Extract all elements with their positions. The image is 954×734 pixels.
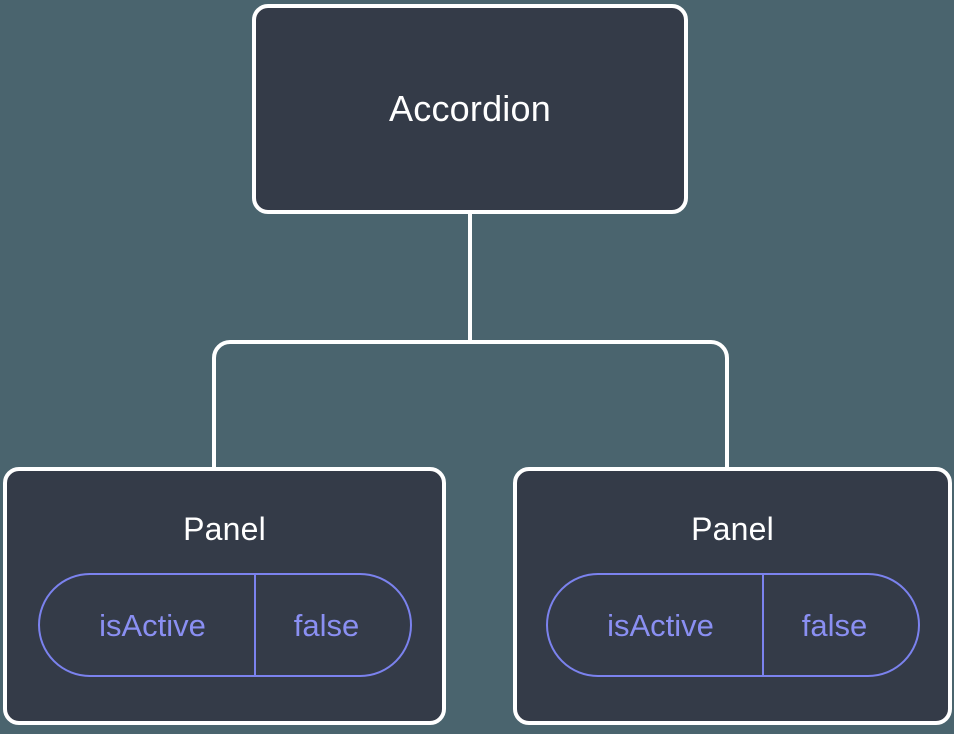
node-accordion-title: Accordion — [389, 88, 551, 129]
node-panel-2-title: Panel — [691, 511, 774, 547]
prop-key: isActive — [99, 607, 206, 643]
node-panel-2-props: isActive false — [517, 573, 948, 677]
node-panel-2[interactable]: Panel isActive false — [513, 467, 952, 725]
node-panel-1-props: isActive false — [7, 573, 442, 677]
prop-pill-isactive-1[interactable]: isActive false — [37, 573, 412, 677]
node-accordion[interactable]: Accordion — [252, 4, 688, 214]
prop-pill-isactive-2[interactable]: isActive false — [545, 573, 920, 677]
node-panel-1-title: Panel — [183, 511, 266, 547]
node-panel-1[interactable]: Panel isActive false — [3, 467, 446, 725]
edge-branch-left — [212, 340, 470, 470]
edge-branch-right — [470, 340, 729, 470]
prop-key: isActive — [607, 607, 714, 643]
prop-value: false — [253, 575, 410, 675]
prop-value: false — [761, 575, 918, 675]
